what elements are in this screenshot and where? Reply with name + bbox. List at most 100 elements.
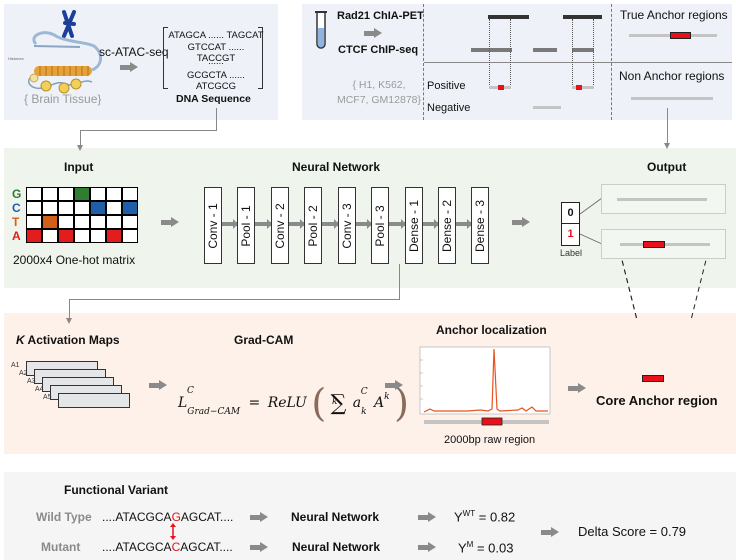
separator-line: [423, 4, 424, 120]
test-tube-icon: [315, 11, 327, 49]
guide-line: [510, 19, 511, 87]
matrix-cell: [74, 201, 90, 215]
sequence-suffix: AGCAT....: [180, 540, 233, 554]
label-one: 1: [567, 228, 574, 240]
activation-map-label: A5: [43, 394, 52, 401]
negative-region-bar: [533, 106, 561, 109]
layer-conv-1: Conv - 1: [204, 187, 222, 264]
label-caption: Label: [560, 248, 583, 258]
layer-connector-arrow: [389, 219, 406, 229]
activation-map-label: A4: [35, 386, 44, 393]
arrow-right-icon: [364, 28, 382, 38]
matrix-cell: [90, 215, 106, 229]
output-connectors: [579, 197, 709, 320]
network-title: Neural Network: [292, 160, 381, 174]
histones-label: Histones: [8, 56, 24, 61]
ctcf-chip-seq-label: CTCF ChIP-seq: [338, 44, 419, 56]
matrix-cell: [58, 215, 74, 229]
matrix-cell-hot: [74, 187, 90, 201]
activation-map-label: A3: [27, 378, 36, 385]
formula-sub: Grad−CAM: [187, 406, 241, 417]
gradcam-panel: [4, 313, 736, 454]
matrix-cell: [90, 187, 106, 201]
matrix-cell-hot: [58, 229, 74, 243]
sequence-prefix: ....ATACGCA: [102, 540, 172, 554]
anchor-localization-plot: [419, 346, 551, 426]
matrix-caption: 2000x4 One-hot matrix: [13, 253, 136, 267]
wild-type-score: YWT = 0.82: [454, 509, 515, 524]
arrow-right-icon: [418, 512, 436, 522]
matrix-cell: [106, 187, 122, 201]
sequence-row: ......: [208, 56, 224, 67]
layer-connector-arrow: [356, 219, 372, 229]
guide-line: [572, 19, 573, 87]
layer-connector-arrow: [222, 219, 238, 229]
layer-connector-arrow: [423, 219, 439, 229]
sequence-row: GCGCTA ...... ATCGCG: [187, 70, 245, 92]
mutant-label: Mutant: [41, 540, 81, 554]
layer-dense-2: Dense - 2: [438, 187, 456, 264]
variant-panel: [4, 472, 736, 560]
layer-label: Conv - 2: [273, 202, 287, 249]
label-box: 0 1: [561, 202, 580, 246]
arrow-right-icon: [385, 380, 403, 390]
arrow-right-icon: [161, 217, 179, 227]
layer-dense-3: Dense - 3: [471, 187, 489, 264]
y-wt-value: = 0.82: [478, 509, 516, 525]
connector-line: [399, 264, 400, 299]
chia-pet-anchor-bar: [563, 15, 602, 19]
sequence-row: ATAGCA ...... TAGCAT: [168, 30, 264, 41]
matrix-cell: [106, 215, 122, 229]
matrix-cell: [58, 187, 74, 201]
anchor-mark: [481, 417, 503, 426]
label-zero: 0: [562, 203, 579, 224]
formula-sum: ∑: [330, 391, 347, 416]
formula-a-base: a: [352, 395, 362, 411]
signal-trace: [423, 348, 548, 413]
dna-sequence-caption: DNA Sequence: [176, 93, 251, 105]
base-label-a: A: [12, 229, 21, 243]
connector-line: [216, 108, 217, 130]
positive-region-bar: [572, 86, 594, 89]
cell-lines-line: MCF7, GM12878}: [336, 94, 422, 106]
ctcf-peak-bar: [471, 48, 512, 52]
activation-map-label: A2: [19, 370, 28, 377]
formula-sum-sub: k: [332, 397, 338, 407]
output-non-anchor-box: [601, 184, 726, 214]
activation-maps-title-text: Activation Maps: [24, 333, 120, 347]
formula-relu: ReLU: [267, 395, 307, 411]
y-symbol: Y: [454, 509, 463, 525]
connector-line: [69, 299, 70, 319]
base-label-t: T: [12, 215, 20, 229]
gradcam-title: Grad-CAM: [234, 333, 294, 347]
matrix-cell-hot: [122, 201, 138, 215]
matrix-cell: [42, 187, 58, 201]
connector-line: [667, 108, 668, 146]
matrix-cell: [122, 187, 138, 201]
activation-map-label: A1: [11, 362, 20, 369]
y-wt-sup: WT: [462, 509, 476, 518]
mutant-sequence: ....ATACGCACAGCAT....: [102, 540, 233, 554]
y-m-sup: M: [466, 540, 474, 549]
layer-dense-1: Dense - 1: [405, 187, 423, 264]
ctcf-peak-bar: [533, 48, 557, 52]
output-anchor-box: [601, 229, 726, 259]
matrix-cell: [26, 187, 42, 201]
layer-conv-2: Conv - 2: [271, 187, 289, 264]
base-label-c: C: [12, 201, 21, 215]
sequence-suffix: AGCAT....: [180, 510, 234, 524]
arrow-right-icon: [418, 542, 436, 552]
formula-l: L: [178, 395, 188, 411]
formula-eq: =: [248, 395, 261, 411]
true-anchor-mark: [670, 32, 691, 39]
positive-anchor-mark: [576, 85, 582, 90]
chromatin-illustration-icon: [28, 10, 102, 94]
matrix-cell-hot: [106, 229, 122, 243]
variant-title: Functional Variant: [64, 483, 169, 497]
data-source-panel: [4, 4, 278, 120]
sequence-prefix: ....ATACGCA: [102, 510, 172, 524]
activation-map: [58, 393, 130, 408]
dna-sequence-matrix: ATAGCA ...... TAGCAT GTCCAT ...... TACCG…: [163, 27, 264, 92]
